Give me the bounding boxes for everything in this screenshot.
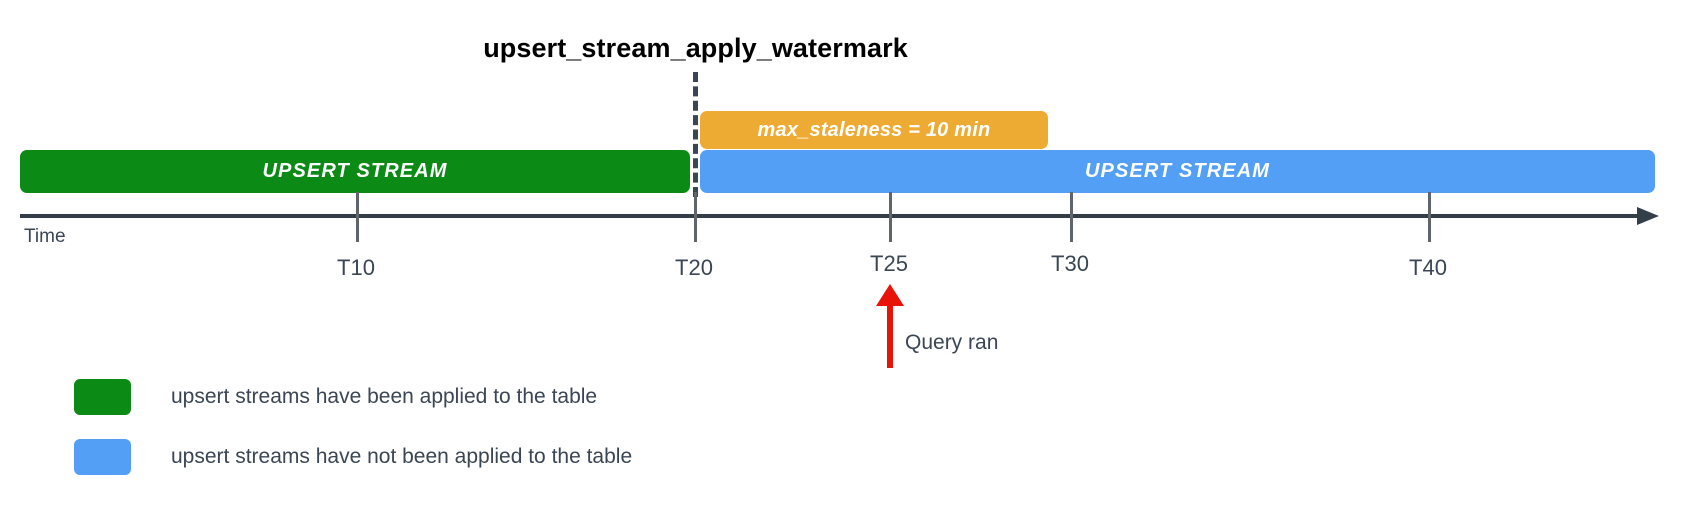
legend-label-applied: upsert streams have been applied to the … [171, 385, 598, 408]
axis-tick-t30 [1070, 192, 1073, 242]
legend-item-applied: upsert streams have been applied to the … [74, 379, 597, 415]
max-staleness-bar: max_staleness = 10 min [700, 111, 1048, 149]
axis-tick-label-t30: T30 [1051, 251, 1089, 276]
query-ran-arrow-shaft [887, 300, 893, 368]
upsert-stream-not-applied-label: UPSERT STREAM [1084, 160, 1271, 182]
legend-swatch-blue [74, 439, 131, 475]
query-ran-arrow-icon [876, 284, 904, 306]
legend-item-not-applied: upsert streams have not been applied to … [74, 439, 632, 475]
time-axis-line [20, 214, 1645, 218]
axis-tick-label-t10: T10 [337, 255, 375, 280]
legend-swatch-green [74, 379, 131, 415]
query-ran-label: Query ran [905, 331, 999, 354]
upsert-stream-applied-label: UPSERT STREAM [262, 160, 448, 182]
upsert-stream-not-applied-bar: UPSERT STREAM [700, 150, 1655, 193]
time-axis-label: Time [24, 226, 66, 247]
axis-tick-t40 [1428, 192, 1431, 242]
page-title: upsert_stream_apply_watermark [483, 33, 908, 63]
axis-tick-t25 [889, 192, 892, 242]
axis-tick-label-t20: T20 [675, 255, 713, 280]
watermark-dashed-line [693, 72, 698, 197]
axis-tick-label-t25: T25 [870, 251, 908, 276]
time-axis-arrow-icon [1637, 207, 1659, 225]
upsert-stream-applied-bar: UPSERT STREAM [20, 150, 690, 193]
axis-tick-label-t40: T40 [1409, 255, 1447, 280]
axis-tick-t20 [694, 192, 697, 242]
axis-tick-t10 [356, 192, 359, 242]
max-staleness-label: max_staleness = 10 min [757, 118, 991, 141]
legend-label-not-applied: upsert streams have not been applied to … [171, 445, 633, 468]
